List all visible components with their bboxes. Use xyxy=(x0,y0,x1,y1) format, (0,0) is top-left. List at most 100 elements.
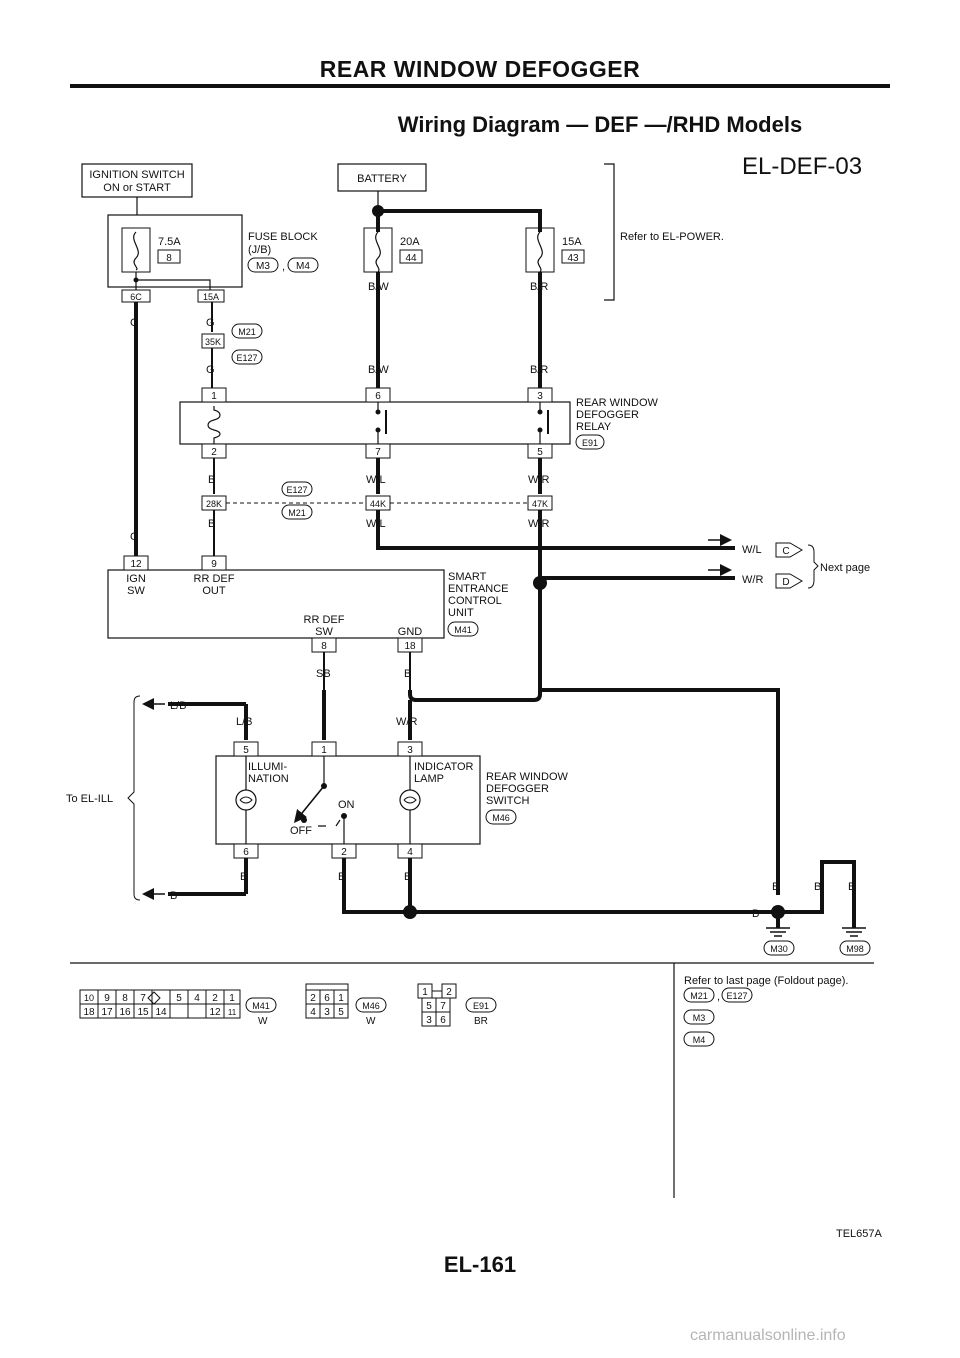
svg-text:7: 7 xyxy=(375,447,381,458)
svg-text:2: 2 xyxy=(446,987,452,998)
cu-gnd: GND xyxy=(398,626,423,638)
connector-e91-view-tag xyxy=(465,997,497,1013)
control-unit-box xyxy=(107,569,445,639)
relay-pin-6: 6 xyxy=(365,387,391,403)
svg-text:1: 1 xyxy=(211,391,217,402)
sw-pin-6: 6 xyxy=(233,843,259,859)
header-rule xyxy=(70,84,890,88)
cu-pin-9: 9 xyxy=(201,555,227,571)
indicator-label-2: LAMP xyxy=(414,773,444,785)
connector-44k-label: 44K xyxy=(370,499,386,509)
indicator-lamp-icon xyxy=(399,789,421,811)
connector-e91-view: 1 2 5 7 3 6 xyxy=(417,983,457,1027)
illumination-bulb-icon xyxy=(235,789,257,811)
cu-pin-18: 18 xyxy=(397,637,423,653)
next-page-d: D xyxy=(782,577,789,588)
refer-last-page: Refer to last page (Foldout page). xyxy=(684,975,848,987)
to-ill-bracket xyxy=(127,695,141,901)
svg-text:6: 6 xyxy=(243,847,249,858)
connector-e127-label-2: E127 xyxy=(286,485,307,495)
cu-ign-sw-1: IGN xyxy=(126,573,146,585)
cu-name-3: CONTROL xyxy=(448,595,502,607)
ref-e127-tag xyxy=(721,987,753,1003)
page-number: EL-161 xyxy=(443,1252,517,1277)
connector-m21-label-2: M21 xyxy=(288,508,306,518)
switch-off-label: OFF xyxy=(290,825,312,837)
svg-text:4: 4 xyxy=(194,993,200,1004)
svg-text:6: 6 xyxy=(375,391,381,402)
switch-lever xyxy=(293,785,325,823)
connector-m21-label: M21 xyxy=(238,327,256,337)
svg-text:5: 5 xyxy=(537,447,543,458)
cu-name-2: ENTRANCE xyxy=(448,583,509,595)
relay-pin-1: 1 xyxy=(201,387,227,403)
fuse-block-separator: , xyxy=(282,261,285,273)
fuse-15a xyxy=(525,227,555,273)
to-ill-label: To EL-ILL xyxy=(66,793,113,805)
wire-bw-relay: B/W xyxy=(368,364,389,376)
connector-e91-tag xyxy=(575,434,605,450)
wire-wl-next: W/L xyxy=(742,544,762,556)
fuse-15a-rating: 15A xyxy=(562,236,582,248)
ground-m30-icon xyxy=(766,927,790,937)
connector-m41-view: 10 9 8 7 5 4 2 1 18 17 16 15 14 12 11 xyxy=(79,989,241,1019)
svg-text:14: 14 xyxy=(155,1007,167,1018)
svg-text:6: 6 xyxy=(440,1015,446,1026)
cu-rr-def-out-2: OUT xyxy=(202,585,226,597)
svg-text:M21: M21 xyxy=(690,991,708,1001)
ref-m4-tag xyxy=(683,1031,715,1047)
connector-47k-label: 47K xyxy=(532,499,548,509)
svg-text:3: 3 xyxy=(537,391,543,402)
wire-g-2: G xyxy=(206,317,215,329)
fuse-20a-rating: 20A xyxy=(400,236,420,248)
watermark: carmanualsonline.info xyxy=(690,1327,846,1344)
sw-pin-4: 4 xyxy=(397,843,423,859)
wire-g-3: G xyxy=(206,364,215,376)
ground-m98-icon xyxy=(842,927,866,937)
wire-wl-cu: W/L xyxy=(366,518,386,530)
svg-text:2: 2 xyxy=(211,447,217,458)
next-page-label: Next page xyxy=(820,562,870,574)
connector-m41-label: M41 xyxy=(454,625,472,635)
ref-m3-tag xyxy=(683,1009,715,1025)
connector-e91-label: E91 xyxy=(582,438,598,448)
wire-wr-relay: W/R xyxy=(528,474,549,486)
switch-name-3: SWITCH xyxy=(486,795,529,807)
switch-on-label: ON xyxy=(338,799,355,811)
connector-m21-tag-2 xyxy=(281,504,313,520)
relay-name-1: REAR WINDOW xyxy=(576,397,659,409)
wire-b-m98-2: B xyxy=(848,881,855,893)
ground-m30-tag xyxy=(763,940,795,956)
cu-ign-sw-2: SW xyxy=(127,585,145,597)
cu-rr-def-sw-2: SW xyxy=(315,626,333,638)
battery-box xyxy=(337,163,427,192)
power-bracket xyxy=(604,163,615,301)
diagram-title: Wiring Diagram — DEF —/RHD Models xyxy=(397,112,803,137)
relay-coil xyxy=(207,406,221,444)
wire-g-cu: G xyxy=(130,531,139,543)
svg-text:1: 1 xyxy=(422,987,428,998)
connector-m4-tag xyxy=(287,257,319,273)
ref-m21-tag xyxy=(683,987,715,1003)
svg-text:7: 7 xyxy=(440,1001,446,1012)
connector-e91-color: BR xyxy=(474,1016,488,1027)
svg-text:E127: E127 xyxy=(726,991,747,1001)
cu-rr-def-out-1: RR DEF xyxy=(194,573,235,585)
ignition-switch-label: IGNITION SWITCH xyxy=(89,169,184,181)
illumination-label-2: NATION xyxy=(248,773,289,785)
wire-b-gnd: B xyxy=(404,668,411,680)
connector-m46-view-tag xyxy=(355,997,387,1013)
diagram-code: EL-DEF-03 xyxy=(742,153,862,180)
svg-text:9: 9 xyxy=(211,559,217,570)
ground-m98-label: M98 xyxy=(846,944,864,954)
svg-text:17: 17 xyxy=(101,1007,113,1018)
svg-text:,: , xyxy=(717,991,720,1003)
connector-m46-tag xyxy=(485,809,517,825)
sw-pin-1: 1 xyxy=(311,741,337,757)
sw-pin-5: 5 xyxy=(233,741,259,757)
svg-text:2: 2 xyxy=(212,993,218,1004)
relay-name-2: DEFOGGER xyxy=(576,409,639,421)
fuse-20a xyxy=(363,227,393,273)
wire-b-ill: B xyxy=(170,890,177,902)
